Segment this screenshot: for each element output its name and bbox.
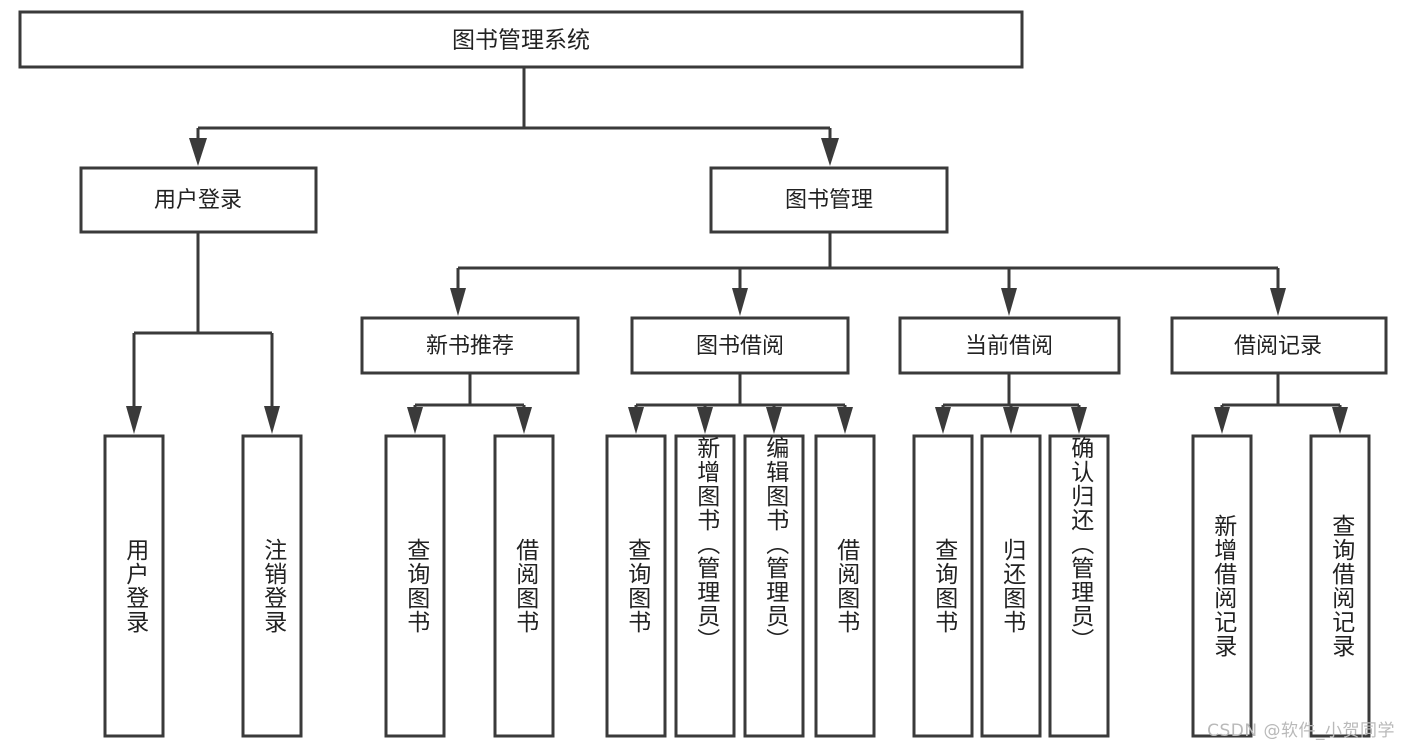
node-current-borrow[interactable]: 当前借阅	[898, 316, 1121, 375]
connector-group-book-borrow-leaves	[628, 373, 853, 434]
node-current-borrow-label: 当前借阅	[965, 334, 1053, 359]
connector-group-borrow-record-leaves	[1214, 373, 1348, 434]
leaf-box-confirm-return[interactable]	[1048, 434, 1110, 738]
connector-group-new-book-recommend-leaves	[407, 373, 532, 434]
arrow-leaf-add-record	[1214, 407, 1230, 434]
connector-group-book-manage-to-level3	[450, 232, 1286, 316]
connector-group-user-login-leaves	[126, 232, 280, 434]
arrow-leaf-edit-book	[766, 407, 782, 434]
node-borrow-record-box[interactable]	[1170, 316, 1388, 375]
node-book-manage-label: 图书管理	[785, 188, 873, 213]
node-borrow-record-label: 借阅记录	[1234, 334, 1322, 359]
leaf-box-group	[103, 434, 1371, 738]
connector-group-current-borrow-leaves	[935, 373, 1087, 434]
node-book-borrow[interactable]: 图书借阅	[630, 316, 850, 375]
node-borrow-record[interactable]: 借阅记录	[1170, 316, 1388, 375]
leaf-box-query-book-2[interactable]	[605, 434, 667, 738]
arrow-leaf-query-book-1	[407, 407, 423, 434]
leaf-box-add-record[interactable]	[1191, 434, 1253, 738]
arrow-current-borrow	[1001, 288, 1017, 316]
node-user-login-box[interactable]	[79, 166, 318, 234]
leaf-box-query-record[interactable]	[1309, 434, 1371, 738]
arrow-new-book-recommend	[450, 288, 466, 316]
node-book-manage-box[interactable]	[709, 166, 949, 234]
arrow-leaf-confirm-return	[1071, 407, 1087, 434]
csdn-watermark: CSDN @软件_小贺同学	[1207, 721, 1395, 741]
arrow-book-manage	[821, 138, 839, 166]
node-root-box[interactable]	[18, 10, 1024, 69]
arrow-leaf-return-book	[1003, 407, 1019, 434]
arrow-leaf-add-book	[697, 407, 713, 434]
node-book-borrow-box[interactable]	[630, 316, 850, 375]
leaf-box-return-book[interactable]	[980, 434, 1042, 738]
node-user-login[interactable]: 用户登录	[79, 166, 318, 234]
node-new-book-recommend-box[interactable]	[360, 316, 580, 375]
leaf-box-query-book-1[interactable]	[384, 434, 446, 738]
leaf-box-borrow-book-1[interactable]	[493, 434, 555, 738]
leaf-box-user-login[interactable]	[103, 434, 165, 738]
arrow-leaf-user-logout	[264, 406, 280, 434]
leaf-box-edit-book[interactable]	[743, 434, 805, 738]
node-new-book-recommend-label: 新书推荐	[426, 334, 514, 359]
arrow-leaf-borrow-book-2	[837, 407, 853, 434]
node-root-label: 图书管理系统	[452, 28, 590, 54]
node-new-book-recommend[interactable]: 新书推荐	[360, 316, 580, 375]
arrow-leaf-borrow-book-1	[516, 407, 532, 434]
node-book-manage[interactable]: 图书管理	[709, 166, 949, 234]
arrow-user-login	[189, 138, 207, 166]
arrow-leaf-query-record	[1332, 407, 1348, 434]
node-root[interactable]: 图书管理系统	[18, 10, 1024, 69]
arrow-book-borrow	[732, 288, 748, 316]
leaf-box-borrow-book-2[interactable]	[814, 434, 876, 738]
leaf-box-add-book[interactable]	[674, 434, 736, 738]
leaf-box-query-book-3[interactable]	[912, 434, 974, 738]
arrow-leaf-query-book-2	[628, 407, 644, 434]
leaf-box-user-logout[interactable]	[241, 434, 303, 738]
arrow-leaf-user-login	[126, 406, 142, 434]
arrow-leaf-query-book-3	[935, 407, 951, 434]
node-user-login-label: 用户登录	[154, 188, 242, 213]
node-current-borrow-box[interactable]	[898, 316, 1121, 375]
connector-group-root-to-level2	[189, 67, 839, 166]
node-book-borrow-label: 图书借阅	[696, 334, 784, 359]
arrow-borrow-record	[1270, 288, 1286, 316]
